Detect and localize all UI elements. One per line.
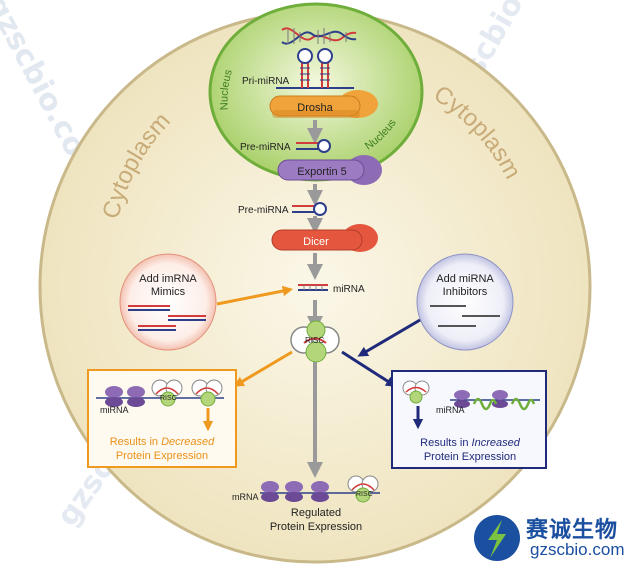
risc-label-center: RISC (305, 336, 324, 345)
logo-mark-icon (474, 515, 520, 561)
mimics-circle (119, 253, 217, 351)
dicer-enzyme (271, 224, 378, 252)
exportin-label: Exportin 5 (297, 166, 347, 178)
arrow-mimics-in (216, 285, 294, 306)
arrow-inhibitors-in (357, 318, 421, 357)
regulated-line1: Regulated (291, 507, 341, 519)
decreased-result-line2: Protein Expression (116, 450, 208, 462)
drosha-enzyme (269, 90, 378, 118)
exportin-5-protein (277, 155, 382, 185)
mirna-label-center: miRNA (333, 284, 365, 295)
increased-mirna-label: miRNA (436, 405, 465, 415)
inhibitors-strand-icon (430, 305, 500, 327)
regulated-risc-label: RISC (356, 491, 373, 498)
arrow-to-decreased (233, 350, 293, 387)
mimics-label-line1: Add imRNA (139, 273, 197, 285)
decreased-result-line1: Results in Decreased (110, 436, 215, 448)
regulated-mrna-icon (260, 475, 380, 503)
increased-mrna-icon (402, 380, 540, 411)
mimics-duplex-icon (128, 305, 206, 331)
decreased-mirna-label: miRNA (100, 405, 129, 415)
inhibitors-label-line2: Inhibitors (443, 286, 488, 298)
risc-complex (290, 320, 340, 363)
drosha-label: Drosha (297, 102, 333, 114)
arrow-to-increased (341, 350, 397, 387)
dicer-label: Dicer (303, 236, 329, 248)
increased-result-line1: Results in Increased (420, 437, 521, 449)
decreased-mrna-icon (96, 379, 224, 407)
risc-label-small: RISC (160, 395, 177, 402)
pre-mirna-icon (296, 139, 331, 153)
regulated-line2: Protein Expression (270, 521, 362, 533)
company-logo: 赛诚生物 gzscbio.com (470, 508, 628, 568)
pre-mirna-label-2: Pre-miRNA (238, 205, 289, 216)
pre-mirna-icon (292, 202, 327, 216)
nucleus (208, 2, 424, 182)
pri-mirna-label: Pri-miRNA (242, 76, 290, 87)
pri-mirna-icon (276, 48, 354, 89)
dna-helix-icon (281, 27, 357, 45)
mirna-duplex-icon (298, 284, 328, 291)
inhibitors-circle (416, 253, 514, 351)
mimics-label-line2: Mimics (151, 286, 186, 298)
increased-result-line2: Protein Expression (424, 451, 516, 463)
logo-url-text: gzscbio.com (530, 540, 625, 559)
pre-mirna-label-1: Pre-miRNA (240, 142, 291, 153)
inhibitors-label-line1: Add miRNA (436, 273, 494, 285)
mrna-bottom-label: mRNA (232, 492, 259, 502)
logo-chinese-text: 赛诚生物 (526, 518, 619, 543)
